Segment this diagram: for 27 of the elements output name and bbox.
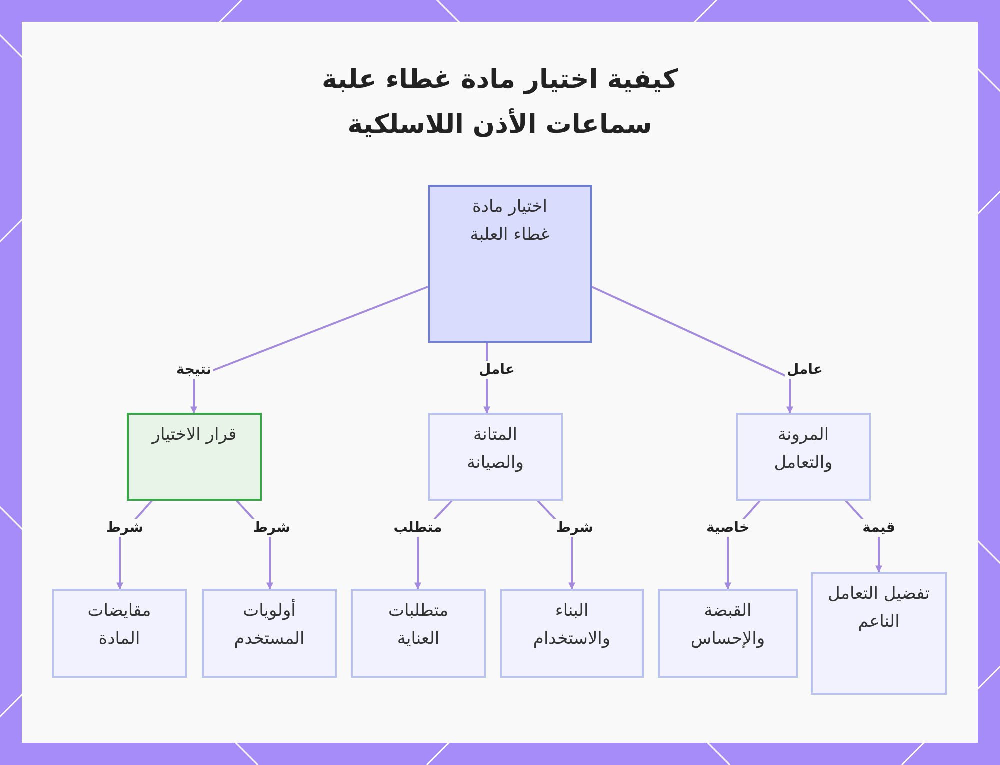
edge-label: قيمة <box>860 519 898 537</box>
process-box <box>202 589 337 678</box>
process-box <box>658 589 798 678</box>
node-label: البناء والاستخدام <box>532 600 612 651</box>
process-box <box>351 589 486 678</box>
node-label: القبضة والإحساس <box>690 600 766 651</box>
node-label: أولويات المستخدم <box>233 598 306 651</box>
node-label: اختيار مادة غطاء العلبة <box>469 196 551 247</box>
node-label: قرار الاختيار <box>152 424 237 447</box>
process-box <box>428 413 563 501</box>
edge-label: عامل <box>785 361 825 379</box>
connector-arrow <box>592 286 794 414</box>
connector-arrow <box>190 286 428 414</box>
process-box <box>428 185 592 343</box>
process-box <box>127 413 262 501</box>
node-label: متطلبات العناية <box>387 600 450 651</box>
node-label: تفضيل التعامل الناعم <box>827 583 931 634</box>
node-label: مقايضات المادة <box>86 600 152 651</box>
process-box <box>500 589 644 678</box>
edge-label: عامل <box>477 361 517 379</box>
node-label: المتانة والصيانة <box>466 424 525 475</box>
process-box <box>52 589 187 678</box>
diagram-title: كيفية اختيار مادة غطاء علبة سماعات الأذن اللاسلكية <box>320 64 680 142</box>
process-box <box>736 413 871 501</box>
edge-label: متطلب <box>392 519 444 537</box>
process-box <box>811 572 947 695</box>
node-label: المرونة والتعامل <box>773 424 834 475</box>
